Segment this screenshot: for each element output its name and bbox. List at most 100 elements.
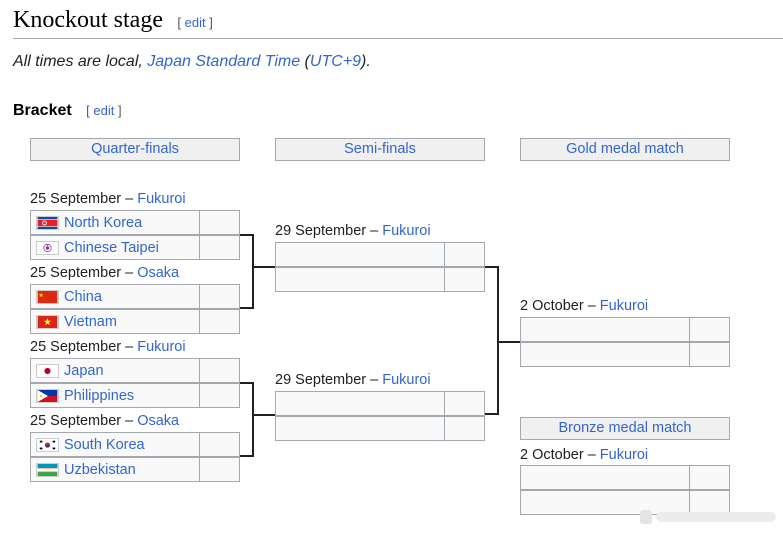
- team-cell: [520, 342, 690, 367]
- timezone-note: All times are local, Japan Standard Time…: [13, 53, 371, 70]
- bracket-connector: [252, 414, 275, 416]
- score-cell: [200, 358, 240, 383]
- section-title: Knockout stage: [13, 7, 163, 33]
- bracket-connector: [240, 382, 254, 384]
- score-cell: [200, 432, 240, 457]
- venue-link[interactable]: Fukuroi: [599, 447, 649, 463]
- team-cell: Philippines: [30, 383, 200, 408]
- match-date: 25 September – Osaka: [30, 413, 180, 429]
- score-cell: [200, 457, 240, 482]
- team-link[interactable]: China: [64, 288, 102, 305]
- section-heading: Knockout stage [ edit ]: [13, 4, 783, 39]
- match-date: 29 September – Fukuroi: [275, 372, 431, 388]
- team-cell: [275, 416, 445, 441]
- team-link[interactable]: Japan: [64, 362, 104, 379]
- venue-link[interactable]: Fukuroi: [382, 223, 431, 239]
- philippines-flag-icon: [36, 388, 59, 403]
- team-row: [520, 465, 730, 490]
- venue-link[interactable]: Osaka: [137, 413, 180, 429]
- team-cell: Japan: [30, 358, 200, 383]
- venue-link[interactable]: Fukuroi: [137, 339, 186, 355]
- score-cell: [445, 242, 485, 267]
- team-row: [275, 267, 485, 292]
- score-cell: [690, 465, 730, 490]
- team-link[interactable]: Uzbekistan: [64, 461, 136, 478]
- round-header-bronze[interactable]: Bronze medal match: [520, 417, 730, 440]
- team-row: [275, 416, 485, 441]
- bracket-connector: [240, 307, 254, 309]
- bracket-connector: [240, 455, 254, 457]
- bracket-edit: [ edit ]: [86, 103, 122, 118]
- score-cell: [690, 317, 730, 342]
- bracket-connector: [252, 266, 275, 268]
- bracket-connector: [485, 266, 499, 268]
- north-korea-flag-icon: [36, 215, 59, 230]
- south-korea-flag-icon: [36, 437, 59, 452]
- score-cell: [445, 267, 485, 292]
- utc-link[interactable]: UTC+9: [309, 53, 362, 70]
- bracket-connector: [252, 234, 254, 309]
- team-cell: Vietnam: [30, 309, 200, 334]
- team-cell: China: [30, 284, 200, 309]
- team-cell: South Korea: [30, 432, 200, 457]
- team-cell: Uzbekistan: [30, 457, 200, 482]
- match-date: 25 September – Fukuroi: [30, 191, 186, 207]
- japan-flag-icon: [36, 363, 59, 378]
- team-cell: Chinese Taipei: [30, 235, 200, 260]
- edit-link[interactable]: edit: [184, 15, 206, 30]
- team-row: Japan: [30, 358, 240, 383]
- team-cell: [520, 490, 690, 515]
- match-date: 25 September – Fukuroi: [30, 339, 186, 355]
- team-row: Chinese Taipei: [30, 235, 240, 260]
- team-row: [520, 317, 730, 342]
- team-cell: [275, 267, 445, 292]
- team-cell: [275, 242, 445, 267]
- team-cell: [520, 317, 690, 342]
- team-cell: [520, 465, 690, 490]
- team-row: China: [30, 284, 240, 309]
- score-cell: [690, 342, 730, 367]
- team-row: South Korea: [30, 432, 240, 457]
- team-link[interactable]: South Korea: [64, 436, 145, 453]
- bracket-heading: Bracket [ edit ]: [13, 100, 122, 122]
- score-cell: [200, 210, 240, 235]
- team-cell: [275, 391, 445, 416]
- venue-link[interactable]: Fukuroi: [599, 298, 649, 314]
- vietnam-flag-icon: [36, 314, 59, 329]
- watermark-icon: [640, 510, 776, 524]
- section-edit: [ edit ]: [177, 15, 213, 30]
- team-row: Vietnam: [30, 309, 240, 334]
- team-link[interactable]: Philippines: [64, 387, 135, 404]
- bracket-connector: [240, 234, 254, 236]
- round-header-gold[interactable]: Gold medal match: [520, 138, 730, 161]
- team-row: [275, 242, 485, 267]
- team-row: North Korea: [30, 210, 240, 235]
- jst-link[interactable]: Japan Standard Time: [147, 53, 301, 70]
- match-date: 2 October – Fukuroi: [520, 447, 649, 463]
- team-row: [520, 342, 730, 367]
- venue-link[interactable]: Osaka: [137, 265, 180, 281]
- bracket-edit-link[interactable]: edit: [93, 103, 115, 118]
- team-link[interactable]: North Korea: [64, 214, 143, 231]
- score-cell: [445, 416, 485, 441]
- match-date: 2 October – Fukuroi: [520, 298, 649, 314]
- venue-link[interactable]: Fukuroi: [137, 191, 186, 207]
- team-link[interactable]: Chinese Taipei: [64, 239, 159, 256]
- score-cell: [445, 391, 485, 416]
- team-row: Uzbekistan: [30, 457, 240, 482]
- chinese-taipei-flag-icon: [36, 240, 59, 255]
- bracket-title: Bracket: [13, 102, 72, 119]
- score-cell: [200, 383, 240, 408]
- bracket-connector: [252, 382, 254, 457]
- team-row: Philippines: [30, 383, 240, 408]
- bracket-connector: [497, 341, 520, 343]
- round-header-semifinals[interactable]: Semi-finals: [275, 138, 485, 161]
- team-link[interactable]: Vietnam: [64, 313, 117, 330]
- venue-link[interactable]: Fukuroi: [382, 372, 431, 388]
- team-row: [275, 391, 485, 416]
- match-date: 29 September – Fukuroi: [275, 223, 431, 239]
- round-header-quarterfinals[interactable]: Quarter-finals: [30, 138, 240, 161]
- score-cell: [200, 284, 240, 309]
- bracket-connector: [485, 413, 499, 415]
- score-cell: [200, 235, 240, 260]
